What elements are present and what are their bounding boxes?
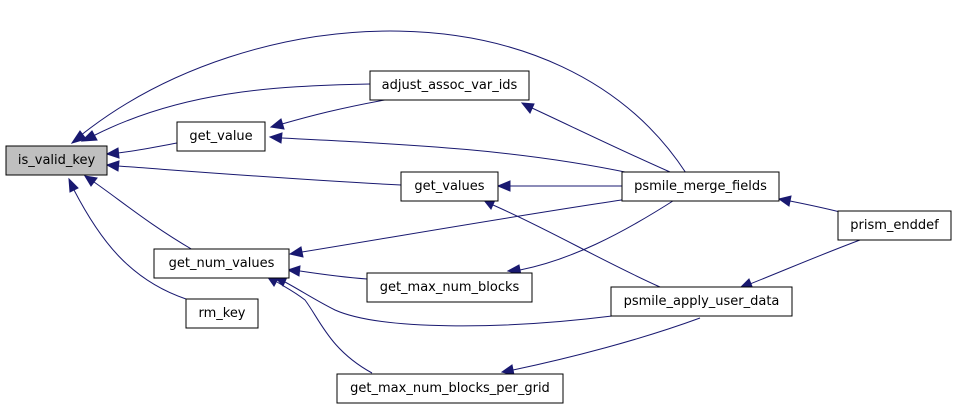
edge-adjust-assoc-var-ids-to-get-value [281,98,391,125]
node-box [176,121,266,152]
node-box [837,210,952,241]
edge-prism-enddef-to-psmile-apply-user-data [749,239,861,285]
node-label: get_num_values [169,256,275,271]
edge-arrowhead [286,265,301,277]
edge-arrowhead [520,102,535,114]
node-box [185,298,259,329]
node-get-max-num-blocks-per-grid[interactable]: get_max_num_blocks_per_grid [336,373,564,404]
node-get-value[interactable]: get_value [176,121,266,152]
edge-arrowhead [288,246,304,258]
node-label: adjust_assoc_var_ids [382,78,518,93]
edge-get-values-to-is-valid-key [117,165,402,186]
node-box [366,272,533,303]
edges [68,30,861,376]
node-label: get_values [414,179,484,194]
node-box [400,171,499,202]
edge-psmile-merge-fields-to-get-num-values [301,198,629,253]
node-box [610,286,793,317]
edge-get-num-values-to-is-valid-key [93,181,194,251]
node-label: psmile_apply_user_data [624,294,780,309]
node-get-max-num-blocks[interactable]: get_max_num_blocks [366,272,533,303]
edge-arrowhead [268,132,283,144]
node-label: get_max_num_blocks_per_grid [350,381,550,396]
edge-arrowhead [105,160,120,172]
edge-psmile-merge-fields-to-is-valid-key [79,30,687,174]
edge-adjust-assoc-var-ids-to-is-valid-key [92,83,371,137]
node-get-values[interactable]: get_values [400,171,499,202]
edge-arrowhead [68,177,79,193]
edge-arrowhead [496,180,511,192]
node-psmile-merge-fields[interactable]: psmile_merge_fields [621,171,780,202]
node-box [336,373,564,404]
edge-arrowhead [105,147,120,159]
edge-psmile-apply-user-data-to-get-max-num-blocks-per-grid [512,317,701,371]
edge-psmile-merge-fields-to-adjust-assoc-var-ids [531,107,671,173]
edge-arrowhead [70,130,87,144]
edge-prism-enddef-to-psmile-merge-fields [789,200,841,213]
node-is-valid-key[interactable]: is_valid_key [5,145,108,176]
node-adjust-assoc-var-ids[interactable]: adjust_assoc_var_ids [369,70,530,101]
edge-get-max-num-blocks-per-grid-to-get-num-values [276,281,373,374]
edge-arrowhead [269,118,285,130]
edge-psmile-apply-user-data-to-get-values [492,204,661,288]
node-box [5,145,108,176]
edge-arrowhead [84,175,98,187]
node-box [153,248,290,279]
node-label: get_max_num_blocks [380,280,520,295]
edge-psmile-apply-user-data-to-get-num-values [284,281,613,327]
node-box [369,70,530,101]
node-psmile-apply-user-data[interactable]: psmile_apply_user_data [610,286,793,317]
edge-rm-key-to-is-valid-key [73,189,187,300]
edge-psmile-merge-fields-to-get-max-num-blocks [519,198,677,271]
edge-arrowhead [777,195,792,207]
edge-psmile-merge-fields-to-get-value [280,137,631,174]
node-label: get_value [189,129,252,144]
nodes: is_valid_key get_value adjust_assoc_var_… [5,70,952,404]
node-prism-enddef[interactable]: prism_enddef [837,210,952,241]
node-label: prism_enddef [850,218,939,233]
node-label: is_valid_key [18,153,96,168]
node-label: rm_key [198,306,245,321]
node-get-num-values[interactable]: get_num_values [153,248,290,279]
node-label: psmile_merge_fields [634,179,767,194]
node-rm-key[interactable]: rm_key [185,298,259,329]
edge-get-value-to-is-valid-key [117,142,178,154]
node-box [621,171,780,202]
edge-get-max-num-blocks-to-get-num-values [299,270,368,280]
